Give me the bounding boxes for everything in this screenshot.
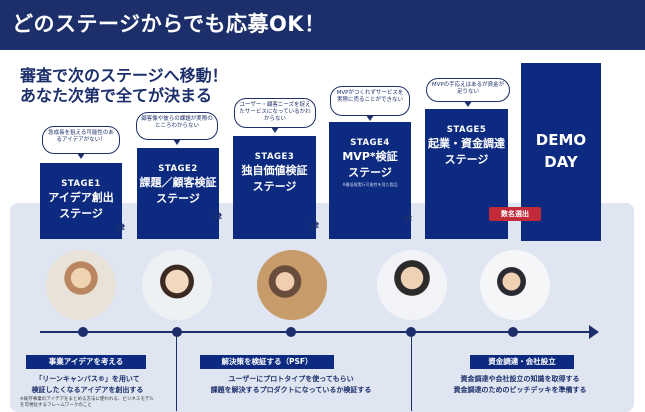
stage3-title: 独自価値検証	[241, 164, 308, 177]
stage3-subtitle: ステージ	[252, 180, 297, 193]
stage1-block: STAGE1 アイデア創出 ステージ	[40, 163, 122, 239]
stage4-title: MVP*検証	[342, 150, 398, 163]
stage2-block: STAGE2 課題／顧客検証 ステージ	[137, 148, 219, 239]
header-bar	[0, 0, 645, 50]
stage2-subtitle: ステージ	[156, 192, 200, 205]
phase-divider	[176, 331, 177, 411]
phase1-desc-line1: 「リーンキャンバス®」を用いて	[35, 375, 140, 383]
stage5-number: STAGE5	[446, 125, 487, 135]
timeline-dot	[78, 327, 88, 337]
person-photo-icon	[46, 250, 116, 320]
stage4-number: STAGE4	[350, 138, 390, 148]
stage2-title: 課題／顧客検証	[139, 176, 217, 189]
double-arrow-icon: ⇄	[310, 219, 320, 232]
phase3-desc-line1: 資金調達や会社設立の知識を取得する	[460, 375, 580, 383]
timeline-line	[40, 331, 595, 333]
phase3-desc-line2: 資金調達のためのピッチデッキを準備する	[453, 386, 587, 394]
stage1-title: アイデア創出	[48, 191, 114, 204]
subtitle-line1: 審査で次のステージへ移動！	[20, 66, 228, 85]
demo-line2: DAY	[544, 153, 578, 171]
stage4-bubble: MVPがつくれずサービスを実際に売ることができない	[330, 86, 410, 121]
phase1-desc-line2: 検証したくなるアイデアを創出する	[31, 386, 144, 394]
stage5-title: 起業・資金調達	[428, 137, 505, 150]
stage5-subtitle: ステージ	[444, 153, 489, 166]
phase1-desc: 「リーンキャンバス®」を用いて 検証したくなるアイデアを創出する	[20, 374, 155, 396]
page-title: どのステージからでも応募OK！	[12, 12, 326, 36]
stage5-bubble: MVPの手応えはあるが資金が足りない	[426, 78, 510, 107]
timeline-dot	[172, 327, 182, 337]
stage2-number: STAGE2	[158, 164, 198, 174]
subtitle-line2: あなた次第で全てが決まる	[20, 86, 213, 105]
phase1-footnote-line2: を可視化するフレームワークのこと	[20, 403, 92, 408]
timeline-dot	[508, 327, 518, 337]
stage4-block: STAGE4 MVP*検証 ステージ ※最低限実行可能性を見た製品	[329, 122, 411, 239]
phase-divider	[411, 331, 412, 411]
stage4-subtitle: ステージ	[348, 166, 392, 179]
stage1-number: STAGE1	[61, 179, 101, 189]
stage3-block: STAGE3 独自価値検証 ステージ	[233, 136, 316, 239]
stage1-bubble: 急成長を狙える可能性のあるアイデアがない！	[42, 126, 120, 159]
double-arrow-icon: ⇄	[213, 210, 223, 223]
phase1-footnote-line1: ※既存事業のアイデアをまとめる方法に使われる、ビジネスモデル	[20, 397, 154, 402]
demo-line1: DEMO	[535, 131, 587, 149]
phase3-label: 資金調達・会社設立	[470, 355, 574, 369]
stage3-bubble: ユーザー・顧客ニーズを捉えたサービスになっているかわからない	[234, 98, 316, 133]
arrow-right-icon	[589, 325, 599, 339]
person-photo-icon	[142, 250, 212, 320]
stage1-subtitle: ステージ	[59, 207, 103, 220]
phase1-label: 事業アイデアを考える	[26, 355, 146, 369]
double-arrow-icon: ⇄	[116, 221, 126, 234]
phase1-footnote: ※既存事業のアイデアをまとめる方法に使われる、ビジネスモデル を可視化するフレー…	[20, 397, 170, 409]
stage3-number: STAGE3	[254, 152, 295, 162]
double-arrow-icon: ⇄	[403, 212, 413, 225]
phase2-desc-line2: 課題を解決するプロダクトになっているか検証する	[210, 386, 372, 394]
phase3-desc: 資金調達や会社設立の知識を取得する 資金調達のためのピッチデッキを準備する	[420, 374, 620, 396]
stage2-bubble: 顧客像や彼らの課題が実際のところわからない	[136, 112, 218, 145]
timeline-dot	[286, 327, 296, 337]
selection-badge: 数名選出	[489, 207, 541, 221]
phase2-label: 解決策を検証する（PSF）	[200, 355, 334, 369]
person-photo-icon	[257, 250, 327, 320]
person-photo-icon	[480, 250, 550, 320]
stage4-note: ※最低限実行可能性を見た製品	[342, 182, 398, 187]
phase2-desc-line1: ユーザーにプロトタイプを使ってもらい	[228, 375, 354, 383]
phase2-desc: ユーザーにプロトタイプを使ってもらい 課題を解決するプロダクトになっているか検証…	[186, 374, 396, 396]
person-photo-icon	[377, 250, 447, 320]
